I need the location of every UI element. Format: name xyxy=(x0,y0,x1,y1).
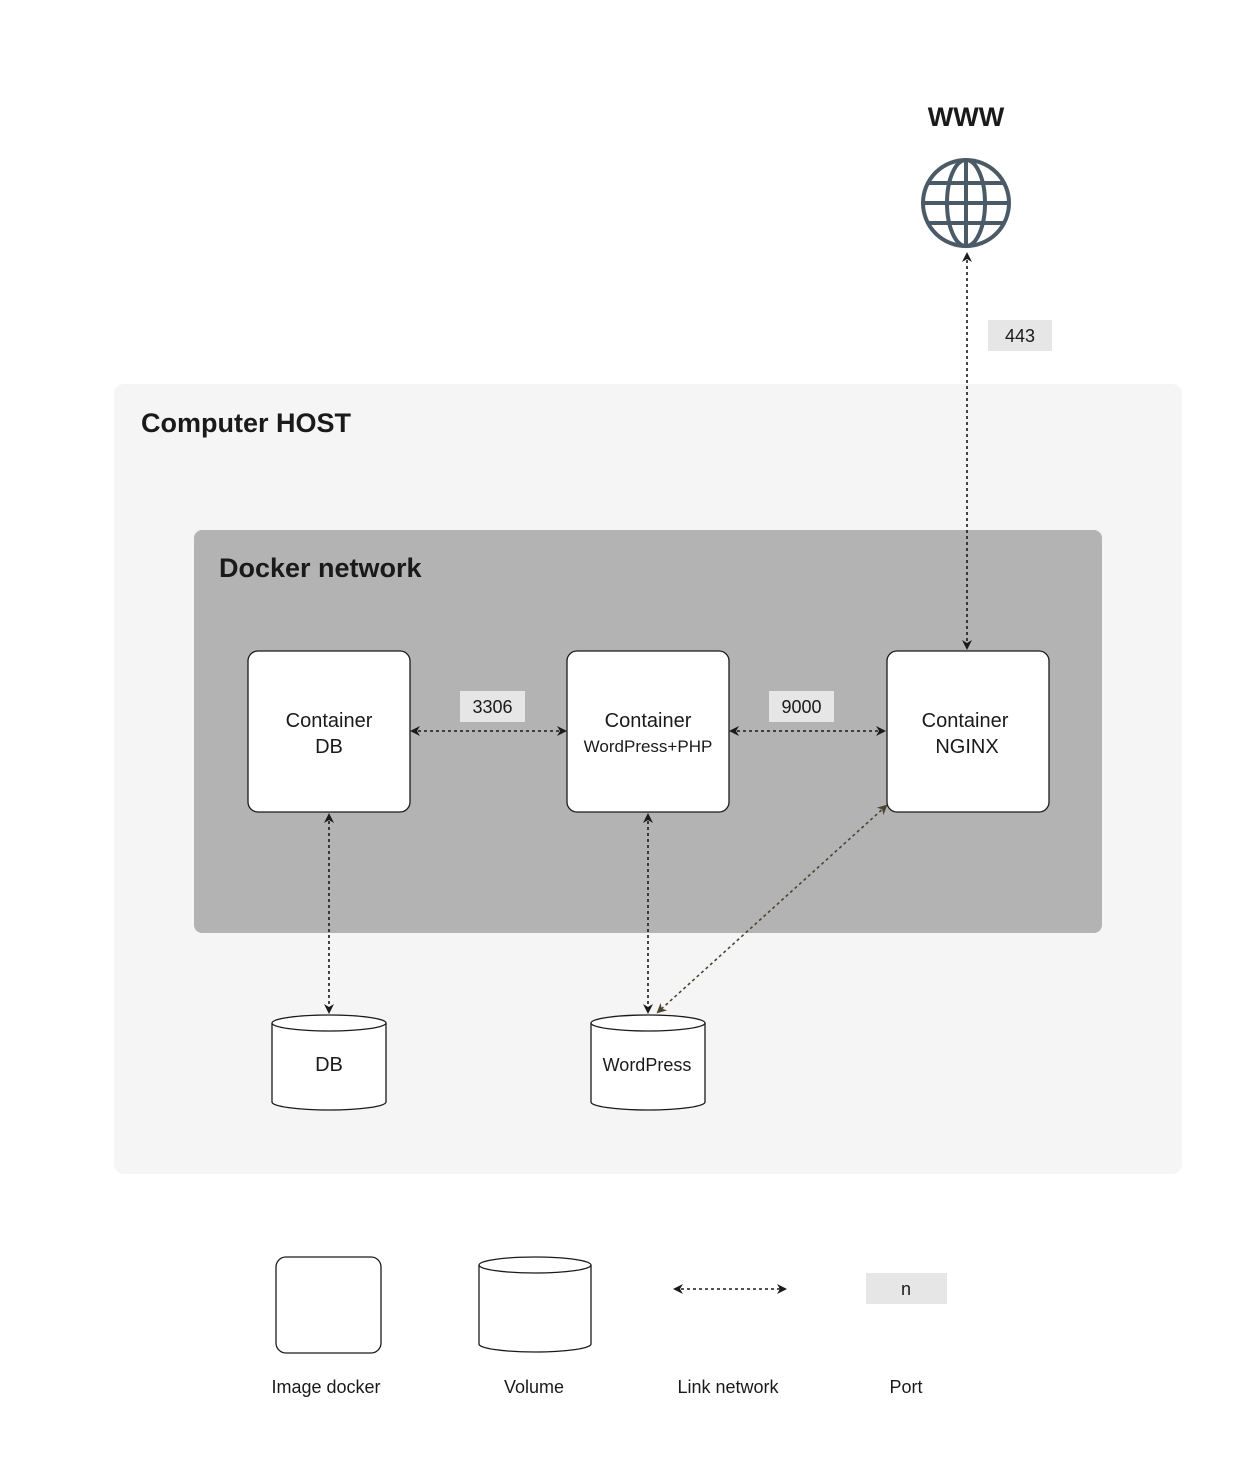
svg-text:DB: DB xyxy=(315,1054,343,1076)
legend-image-docker-symbol xyxy=(275,1256,382,1354)
svg-text:9000: 9000 xyxy=(781,697,821,717)
legend-volume-label: Volume xyxy=(504,1377,564,1397)
svg-text:443: 443 xyxy=(1005,326,1035,346)
svg-text:Container: Container xyxy=(922,710,1009,732)
volume-db: DB xyxy=(271,1014,387,1111)
container-wordpress: Container WordPress+PHP xyxy=(566,650,730,813)
port-badge-443: 443 xyxy=(988,320,1052,351)
globe-icon xyxy=(921,158,1011,248)
legend-link-label: Link network xyxy=(677,1377,779,1397)
legend-port-symbol: n xyxy=(866,1273,947,1304)
svg-text:n: n xyxy=(901,1279,911,1299)
svg-text:Container: Container xyxy=(605,710,692,732)
port-badge-3306: 3306 xyxy=(460,691,525,722)
docker-network-title: Docker network xyxy=(219,553,423,583)
svg-text:3306: 3306 xyxy=(472,697,512,717)
container-db: Container DB xyxy=(247,650,411,813)
legend: Image docker Volume Link network n Port xyxy=(271,1256,947,1397)
svg-text:NGINX: NGINX xyxy=(935,736,998,758)
port-badge-9000: 9000 xyxy=(769,691,834,722)
container-nginx: Container NGINX xyxy=(886,650,1050,813)
svg-text:Container: Container xyxy=(286,710,373,732)
www-label: WWW xyxy=(928,102,1005,132)
svg-text:DB: DB xyxy=(315,736,343,758)
legend-port-label: Port xyxy=(889,1377,922,1397)
host-title: Computer HOST xyxy=(141,408,352,438)
legend-volume-symbol xyxy=(478,1256,592,1353)
volume-wordpress: WordPress xyxy=(590,1014,706,1111)
legend-image-docker-label: Image docker xyxy=(271,1377,380,1397)
svg-text:WordPress+PHP: WordPress+PHP xyxy=(584,737,713,756)
svg-text:WordPress: WordPress xyxy=(603,1055,692,1075)
